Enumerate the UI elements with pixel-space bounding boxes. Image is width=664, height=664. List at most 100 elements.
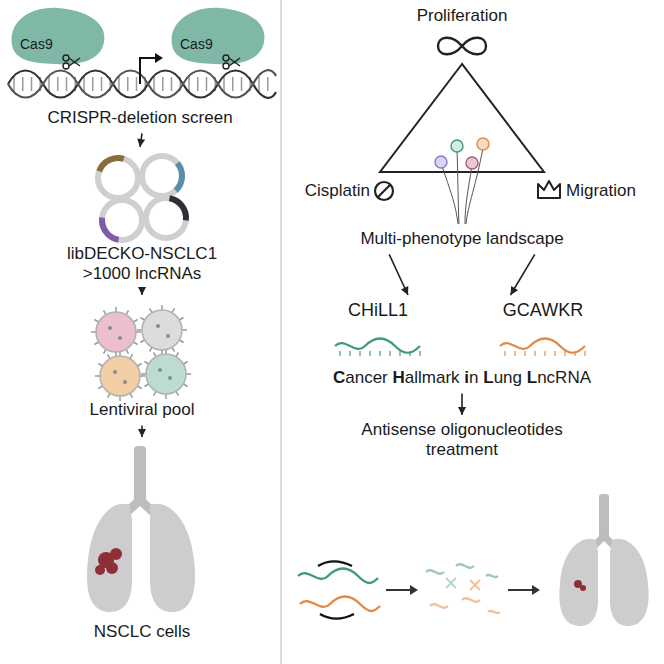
node-text: Multi-phenotype landscape [332, 229, 592, 249]
rna-base [514, 351, 515, 356]
dna-rung [66, 77, 68, 91]
virus-dots [108, 324, 172, 384]
node-text: Lentiviral pool [42, 400, 242, 420]
arrowhead [458, 407, 466, 415]
virus-spike [176, 391, 179, 395]
virus-spike [183, 362, 187, 365]
dna-rung [127, 77, 129, 91]
dna-rung [31, 77, 33, 91]
text-node: Antisense oligonucleotides treatment [342, 420, 582, 461]
dna-rung [92, 77, 94, 91]
migration-icon [538, 181, 560, 198]
virus-spike [104, 349, 107, 353]
text-node: Cancer Hallmark in Lung LncRNA [277, 368, 647, 388]
dna-rung [101, 77, 103, 91]
virus-spike [154, 391, 157, 395]
text-label: Cisplatin [305, 181, 370, 201]
rna-base [389, 351, 390, 356]
virus-spike [172, 308, 175, 312]
arrowhead [511, 286, 519, 295]
rna-base [369, 351, 370, 356]
node-text: CHiLL1 [318, 300, 438, 322]
rna-base [534, 351, 535, 356]
lung-illustration [87, 446, 195, 612]
rna-base [339, 351, 340, 356]
node-text: >1000 lncRNAs [42, 264, 242, 284]
dna-rung [162, 77, 164, 91]
flow-arrow [138, 425, 146, 437]
rna-base [419, 351, 420, 356]
promoter-arrow [140, 58, 156, 84]
lncrna-dots [435, 138, 489, 169]
virus-spike [179, 340, 183, 343]
rna-base [409, 351, 410, 356]
dna-rung [258, 77, 260, 91]
text-node: GCAWKR [478, 300, 608, 322]
virus-spikes [91, 305, 191, 401]
flow-arrow [511, 254, 535, 295]
dna-strand [8, 70, 276, 97]
arrow-line [389, 254, 408, 295]
plasmid-group [92, 148, 190, 243]
rna-base [544, 351, 545, 356]
infinity-icon [438, 38, 486, 55]
text-node: libDECKO-NSCLC1>1000 lncRNAs [42, 152, 242, 285]
virus-spike [154, 352, 157, 356]
rna-base [554, 351, 555, 356]
dna-rung [206, 77, 208, 91]
virus-group [96, 310, 186, 396]
flow-arrow [137, 133, 145, 147]
virus-spike [130, 393, 133, 397]
virus-spike [140, 340, 144, 343]
dna-rung [22, 77, 24, 91]
dna-rung [13, 77, 15, 91]
virus-spike [140, 318, 144, 321]
rna-base [399, 351, 400, 356]
virus-spike [133, 320, 137, 323]
rna-base [504, 351, 505, 356]
promoter-arrowhead [155, 53, 163, 63]
dna-rung [188, 77, 190, 91]
node-text: GCAWKR [478, 300, 608, 322]
dna-rung [171, 77, 173, 91]
rna-base [584, 351, 585, 356]
flow-arrow [389, 254, 408, 295]
virus-spike [133, 342, 137, 345]
text-label: Cas9 [180, 36, 213, 53]
dna-rung [267, 77, 269, 91]
divider-line [280, 0, 282, 664]
dna-rung [232, 77, 234, 91]
small-lung-illustration [559, 494, 648, 626]
virus-spike [137, 364, 141, 367]
rna-base [574, 351, 575, 356]
virus-spike [126, 310, 129, 314]
arrowhead [401, 286, 408, 295]
dna-rung [153, 77, 155, 91]
virus-spike [108, 393, 111, 397]
text-node: CHiLL1 [318, 300, 438, 322]
dna-strand [8, 71, 276, 98]
dna-rung [197, 77, 199, 91]
cas9-protein [172, 8, 265, 65]
virus-spike [172, 347, 175, 351]
virus-spike [183, 384, 187, 387]
arrow-line [511, 254, 535, 295]
node-text: Antisense oligonucleotides treatment [342, 420, 582, 461]
rna-base [349, 351, 350, 356]
arrowhead [138, 429, 146, 437]
text-node: NSCLC cells [42, 442, 242, 642]
rna-strand [335, 339, 585, 353]
virus-spike [94, 342, 98, 345]
virus-spike [150, 308, 153, 312]
virus-spike [130, 354, 133, 358]
rna-base [359, 351, 360, 356]
virus-spike [179, 318, 183, 321]
virus-spike [137, 386, 141, 389]
text-node: CRISPR-deletion screen [30, 4, 250, 128]
flow-arrow [458, 393, 466, 415]
rna-base [379, 351, 380, 356]
node-text: NSCLC cells [42, 622, 242, 642]
virus-spike [126, 349, 129, 353]
text-label: Proliferation [417, 6, 508, 26]
rna-base [564, 351, 565, 356]
